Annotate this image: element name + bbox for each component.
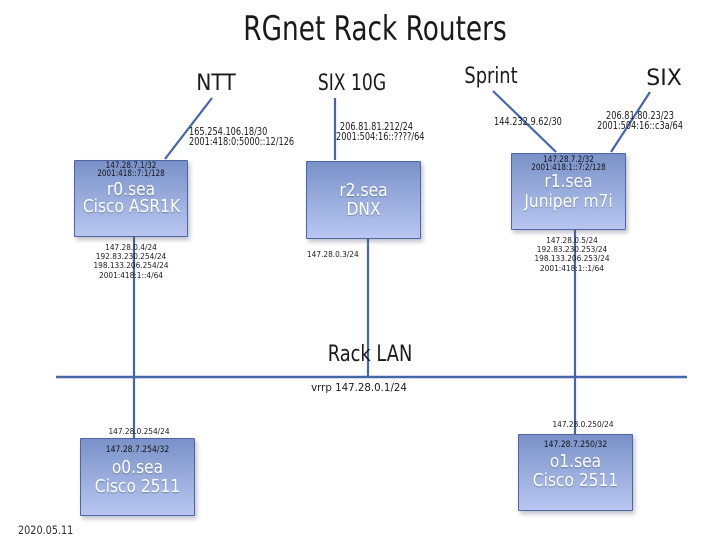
link-six-r1 xyxy=(610,91,651,153)
slide-title: RGnet Rack Routers xyxy=(243,9,507,49)
ip-line: 2001:504:16::c3a/64 xyxy=(597,119,683,132)
router-box-o0: 147.28.7.254/32 o0.sea Cisco 2511 xyxy=(80,438,195,516)
router-o1-lan-address: 147.28.0.250/24 xyxy=(552,419,614,429)
ip-line: 147.28.0.4/24 xyxy=(105,243,157,252)
ip-line: 2001:418:1::7:2/128 xyxy=(531,163,606,174)
router-model: Cisco 2511 xyxy=(94,476,181,497)
uplink-addresses-sprint: 144.232.9.62/30 xyxy=(494,116,562,128)
router-box-r1: 147.28.7.2/32 2001:418:1::7:2/128 r1.sea… xyxy=(511,153,626,230)
ip-line: 147.28.7.2/32 xyxy=(543,155,594,165)
router-o0-lan-address: 147.28.0.254/24 xyxy=(108,427,170,436)
ip-line: 165.254.106.18/30 xyxy=(189,126,268,138)
router-o0-name: o0.sea Cisco 2511 xyxy=(89,458,186,496)
ip-line: 198.133.206.253/24 xyxy=(534,254,610,264)
uplink-addresses-ntt: 165.254.106.18/30 2001:418:0:5000::12/12… xyxy=(189,126,295,148)
ip-line: 206.81.80.23/23 xyxy=(606,110,674,122)
uplink-label-sprint: Sprint xyxy=(464,64,518,89)
router-box-o1: 147.28.7.250/32 o1.sea Cisco 2511 xyxy=(518,434,633,511)
router-model: DNX xyxy=(346,199,381,220)
ip-line: 2001:418:0:5000::12/126 xyxy=(189,135,295,148)
ip-line: 2001:504:16::????/64 xyxy=(336,130,425,143)
router-o1-name: o1.sea Cisco 2511 xyxy=(527,452,624,490)
router-r2-name: r2.sea DNX xyxy=(315,181,412,219)
ip-line: 147.28.0.3/24 xyxy=(307,250,359,259)
ip-line: 206.81.81.212/24 xyxy=(339,121,414,133)
ip-line: 147.28.7.1/32 xyxy=(105,161,157,171)
router-hostname: r1.sea xyxy=(544,171,593,192)
router-hostname: r0.sea xyxy=(106,179,156,200)
uplink-addresses-six10g: 206.81.81.212/24 2001:504:16::????/64 xyxy=(336,121,425,143)
ip-line: 2001:418:1::1/64 xyxy=(540,263,604,273)
uplink-label-six: SIX xyxy=(646,66,682,91)
router-r2-lan-addresses: 147.28.0.3/24 xyxy=(307,250,359,259)
router-r0-name: r0.sea Cisco ASR1K xyxy=(82,179,181,217)
link-sprint-r1 xyxy=(492,90,557,153)
router-hostname: o1.sea xyxy=(549,450,602,472)
ip-line: 198.133.206.254/24 xyxy=(93,261,169,271)
slide-date: 2020.05.11 xyxy=(18,522,74,537)
ip-line: 147.28.7.254/32 xyxy=(105,445,170,455)
router-model: Cisco ASR1K xyxy=(82,196,181,217)
router-hostname: r2.sea xyxy=(339,180,388,201)
ip-line: 2001:418:1::4/64 xyxy=(99,270,163,280)
ip-line: 192.83.230.254/24 xyxy=(95,252,167,262)
rack-lan-label: Rack LAN xyxy=(327,342,413,367)
router-hostname: o0.sea xyxy=(111,457,164,478)
router-model: Juniper m7i xyxy=(524,190,613,212)
ip-line: 144.232.9.62/30 xyxy=(494,116,562,128)
router-r1-name: r1.sea Juniper m7i xyxy=(520,172,617,211)
router-r0-lan-addresses: 147.28.0.4/24 192.83.230.254/24 198.133.… xyxy=(93,243,168,280)
uplink-label-ntt: NTT xyxy=(196,71,236,96)
ip-line: 2001:418::7:1/128 xyxy=(97,169,165,180)
router-r1-lan-addresses: 147.28.0.5/24 192.83.230.253/24 198.133.… xyxy=(534,236,609,273)
router-box-r2: r2.sea DNX xyxy=(306,161,421,239)
router-r0-loopbacks: 147.28.7.1/32 2001:418::7:1/128 xyxy=(83,161,178,180)
router-box-r0: 147.28.7.1/32 2001:418::7:1/128 r0.sea C… xyxy=(74,160,188,237)
uplink-label-six10g: SIX 10G xyxy=(317,71,387,96)
ip-line: 147.28.7.250/32 xyxy=(543,440,608,450)
router-o0-loopbacks: 147.28.7.254/32 xyxy=(89,445,185,455)
rack-lan-vrrp: vrrp 147.28.0.1/24 xyxy=(311,381,407,394)
ip-line: 147.28.0.5/24 xyxy=(546,236,598,245)
router-o1-loopbacks: 147.28.7.250/32 xyxy=(527,440,623,450)
router-r1-loopbacks: 147.28.7.2/32 2001:418:1::7:2/128 xyxy=(520,155,616,174)
link-ntt-r0 xyxy=(164,97,213,160)
uplink-addresses-six: 206.81.80.23/23 2001:504:16::c3a/64 xyxy=(597,110,683,132)
ip-line: 192.83.230.253/24 xyxy=(536,245,608,255)
router-model: Cisco 2511 xyxy=(532,469,619,491)
